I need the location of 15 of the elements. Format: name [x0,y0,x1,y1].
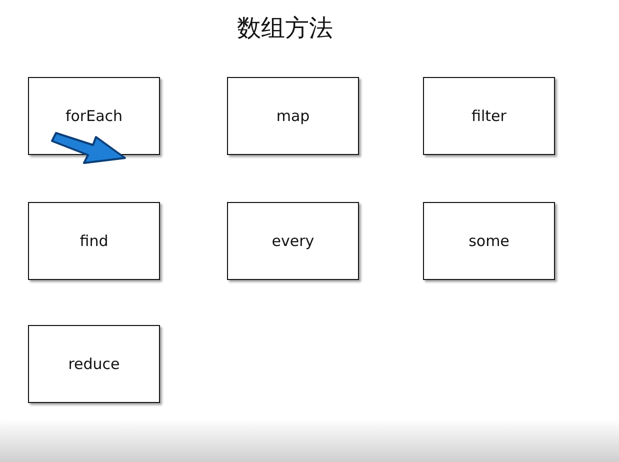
method-name: some [468,232,510,250]
method-box [423,202,555,280]
method-box [423,77,555,155]
method-name: find [80,232,108,250]
method-box [227,77,359,155]
method-name: forEach [65,107,123,125]
method-box [28,202,160,280]
method-box [227,202,359,280]
method-name: every [272,232,314,250]
method-box [28,325,160,403]
method-box [28,77,160,155]
method-name: reduce [68,355,120,373]
method-name: filter [472,107,506,125]
title: 数组方法 [236,13,334,44]
method-name: map [276,107,310,125]
